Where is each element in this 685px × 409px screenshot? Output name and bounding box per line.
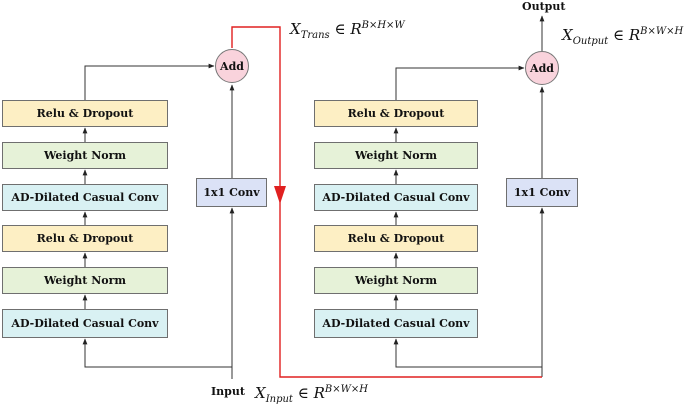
left-weight-norm-1: Weight Norm [2,267,168,294]
left-relu-dropout-1: Relu & Dropout [2,225,168,252]
output-equation: XOutput ∈ RB×W×H [562,26,684,47]
left-weight-norm-2: Weight Norm [2,142,168,169]
left-relu-dropout-2: Relu & Dropout [2,100,168,127]
right-add-node: Add [525,51,559,85]
right-weight-norm-1: Weight Norm [314,267,478,294]
right-dilated-conv-2: AD-Dilated Casual Conv [314,184,478,211]
input-equation: XInput ∈ RB×W×H [255,384,368,405]
left-dilated-conv-1: AD-Dilated Casual Conv [2,309,168,338]
left-1x1-conv: 1x1 Conv [196,178,267,207]
transfer-arrowhead [274,186,286,204]
right-weight-norm-2: Weight Norm [314,142,478,169]
left-input-to-conv-line [82,338,232,368]
right-relu-dropout-2: Relu & Dropout [314,100,478,127]
left-stack-to-add-line [84,63,215,100]
right-dilated-conv-1: AD-Dilated Casual Conv [314,309,478,338]
output-label: Output [522,0,566,13]
left-add-node: Add [215,49,249,83]
transfer-line [231,26,542,378]
left-dilated-conv-2: AD-Dilated Casual Conv [2,184,168,211]
input-label: Input [211,385,245,398]
right-stack-to-add-line [395,65,525,100]
right-relu-dropout-1: Relu & Dropout [314,225,478,252]
trans-equation: XTrans ∈ RB×H×W [290,20,405,41]
right-1x1-conv: 1x1 Conv [506,178,578,207]
right-input-to-conv-line [393,338,542,368]
